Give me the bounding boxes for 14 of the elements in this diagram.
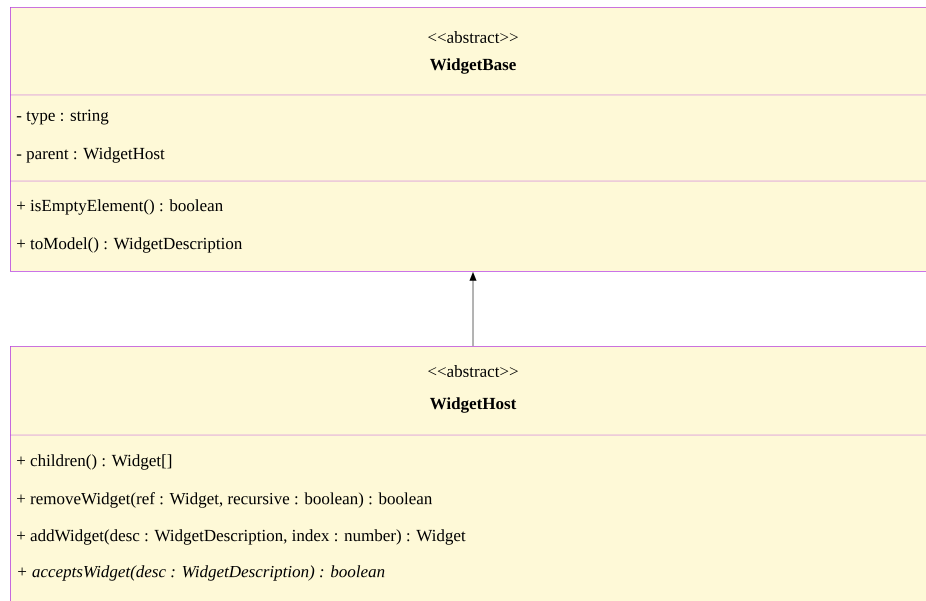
method-text: + toModel() : WidgetDescription [17,237,242,253]
method-text: + addWidget(desc : WidgetDescription, index : number) : Widget [17,529,466,545]
stereotype-text: <<abstract>> [428,31,518,43]
method-text: + acceptsWidget(desc : WidgetDescription) : boolean [18,565,384,581]
attribute-text: - type : string [16,110,108,124]
class-box [10,7,926,272]
class-name: WidgetHost [430,397,516,413]
method-text: + children() : Widget[] [17,454,172,470]
attribute-text: - parent : WidgetHost [16,147,165,163]
method-text: + removeWidget(ref : Widget, recursive : boolean) : boolean [17,492,432,508]
stereotype-text: <<abstract>> [428,365,518,377]
class-name: WidgetBase [430,58,516,74]
method-text: + isEmptyElement() : boolean [17,199,223,215]
class-box [10,346,926,601]
